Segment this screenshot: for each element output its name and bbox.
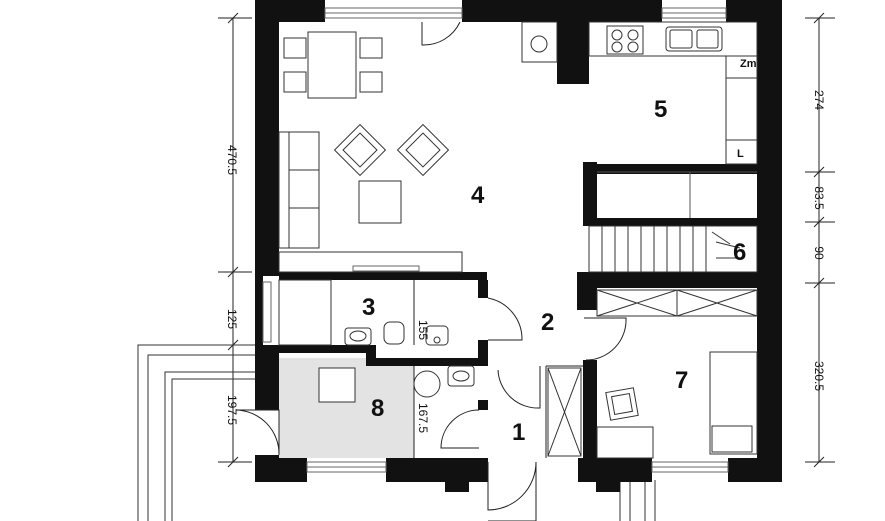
doors	[235, 21, 627, 521]
dimension-right-1: 274	[812, 90, 826, 110]
dimension-right-4: 320.5	[812, 361, 826, 391]
room-number-2: 2	[541, 309, 554, 336]
room-number-6: 6	[733, 239, 746, 266]
room-8-fixtures	[318, 365, 475, 403]
dimension-lines-right	[805, 12, 835, 468]
room-number-5: 5	[654, 96, 667, 123]
living-furniture	[278, 123, 463, 273]
dimension-left-3: 197.5	[225, 395, 239, 425]
room-number-3: 3	[362, 294, 375, 321]
dining-set	[283, 31, 383, 99]
terrace-outline	[137, 344, 255, 521]
room-7-furniture	[596, 289, 758, 459]
dimension-right-2: 83.5	[812, 186, 826, 210]
dimension-left-1: 470.5	[225, 145, 239, 175]
interior-walls	[279, 22, 757, 460]
hall-wardrobe	[547, 367, 582, 457]
room-number-4: 4	[471, 182, 485, 209]
bathroom-fixtures	[278, 279, 449, 346]
kitchen-furniture: Zm L	[521, 21, 758, 218]
exterior-walls	[255, 0, 782, 492]
windows	[262, 7, 729, 473]
dimension-right-3: 90	[812, 246, 826, 260]
dimension-interior-1: 155	[416, 320, 430, 340]
dimension-interior-2: 167.5	[416, 403, 430, 433]
staircase	[588, 225, 758, 273]
room-number-8: 8	[371, 395, 384, 422]
pantry-symbol: L	[737, 148, 744, 160]
canopy-outline	[619, 480, 656, 521]
fridge-symbol: Zm	[740, 58, 757, 70]
dimension-left-2: 125	[225, 309, 239, 329]
room-number-7: 7	[675, 367, 688, 394]
room-number-1: 1	[512, 419, 525, 446]
